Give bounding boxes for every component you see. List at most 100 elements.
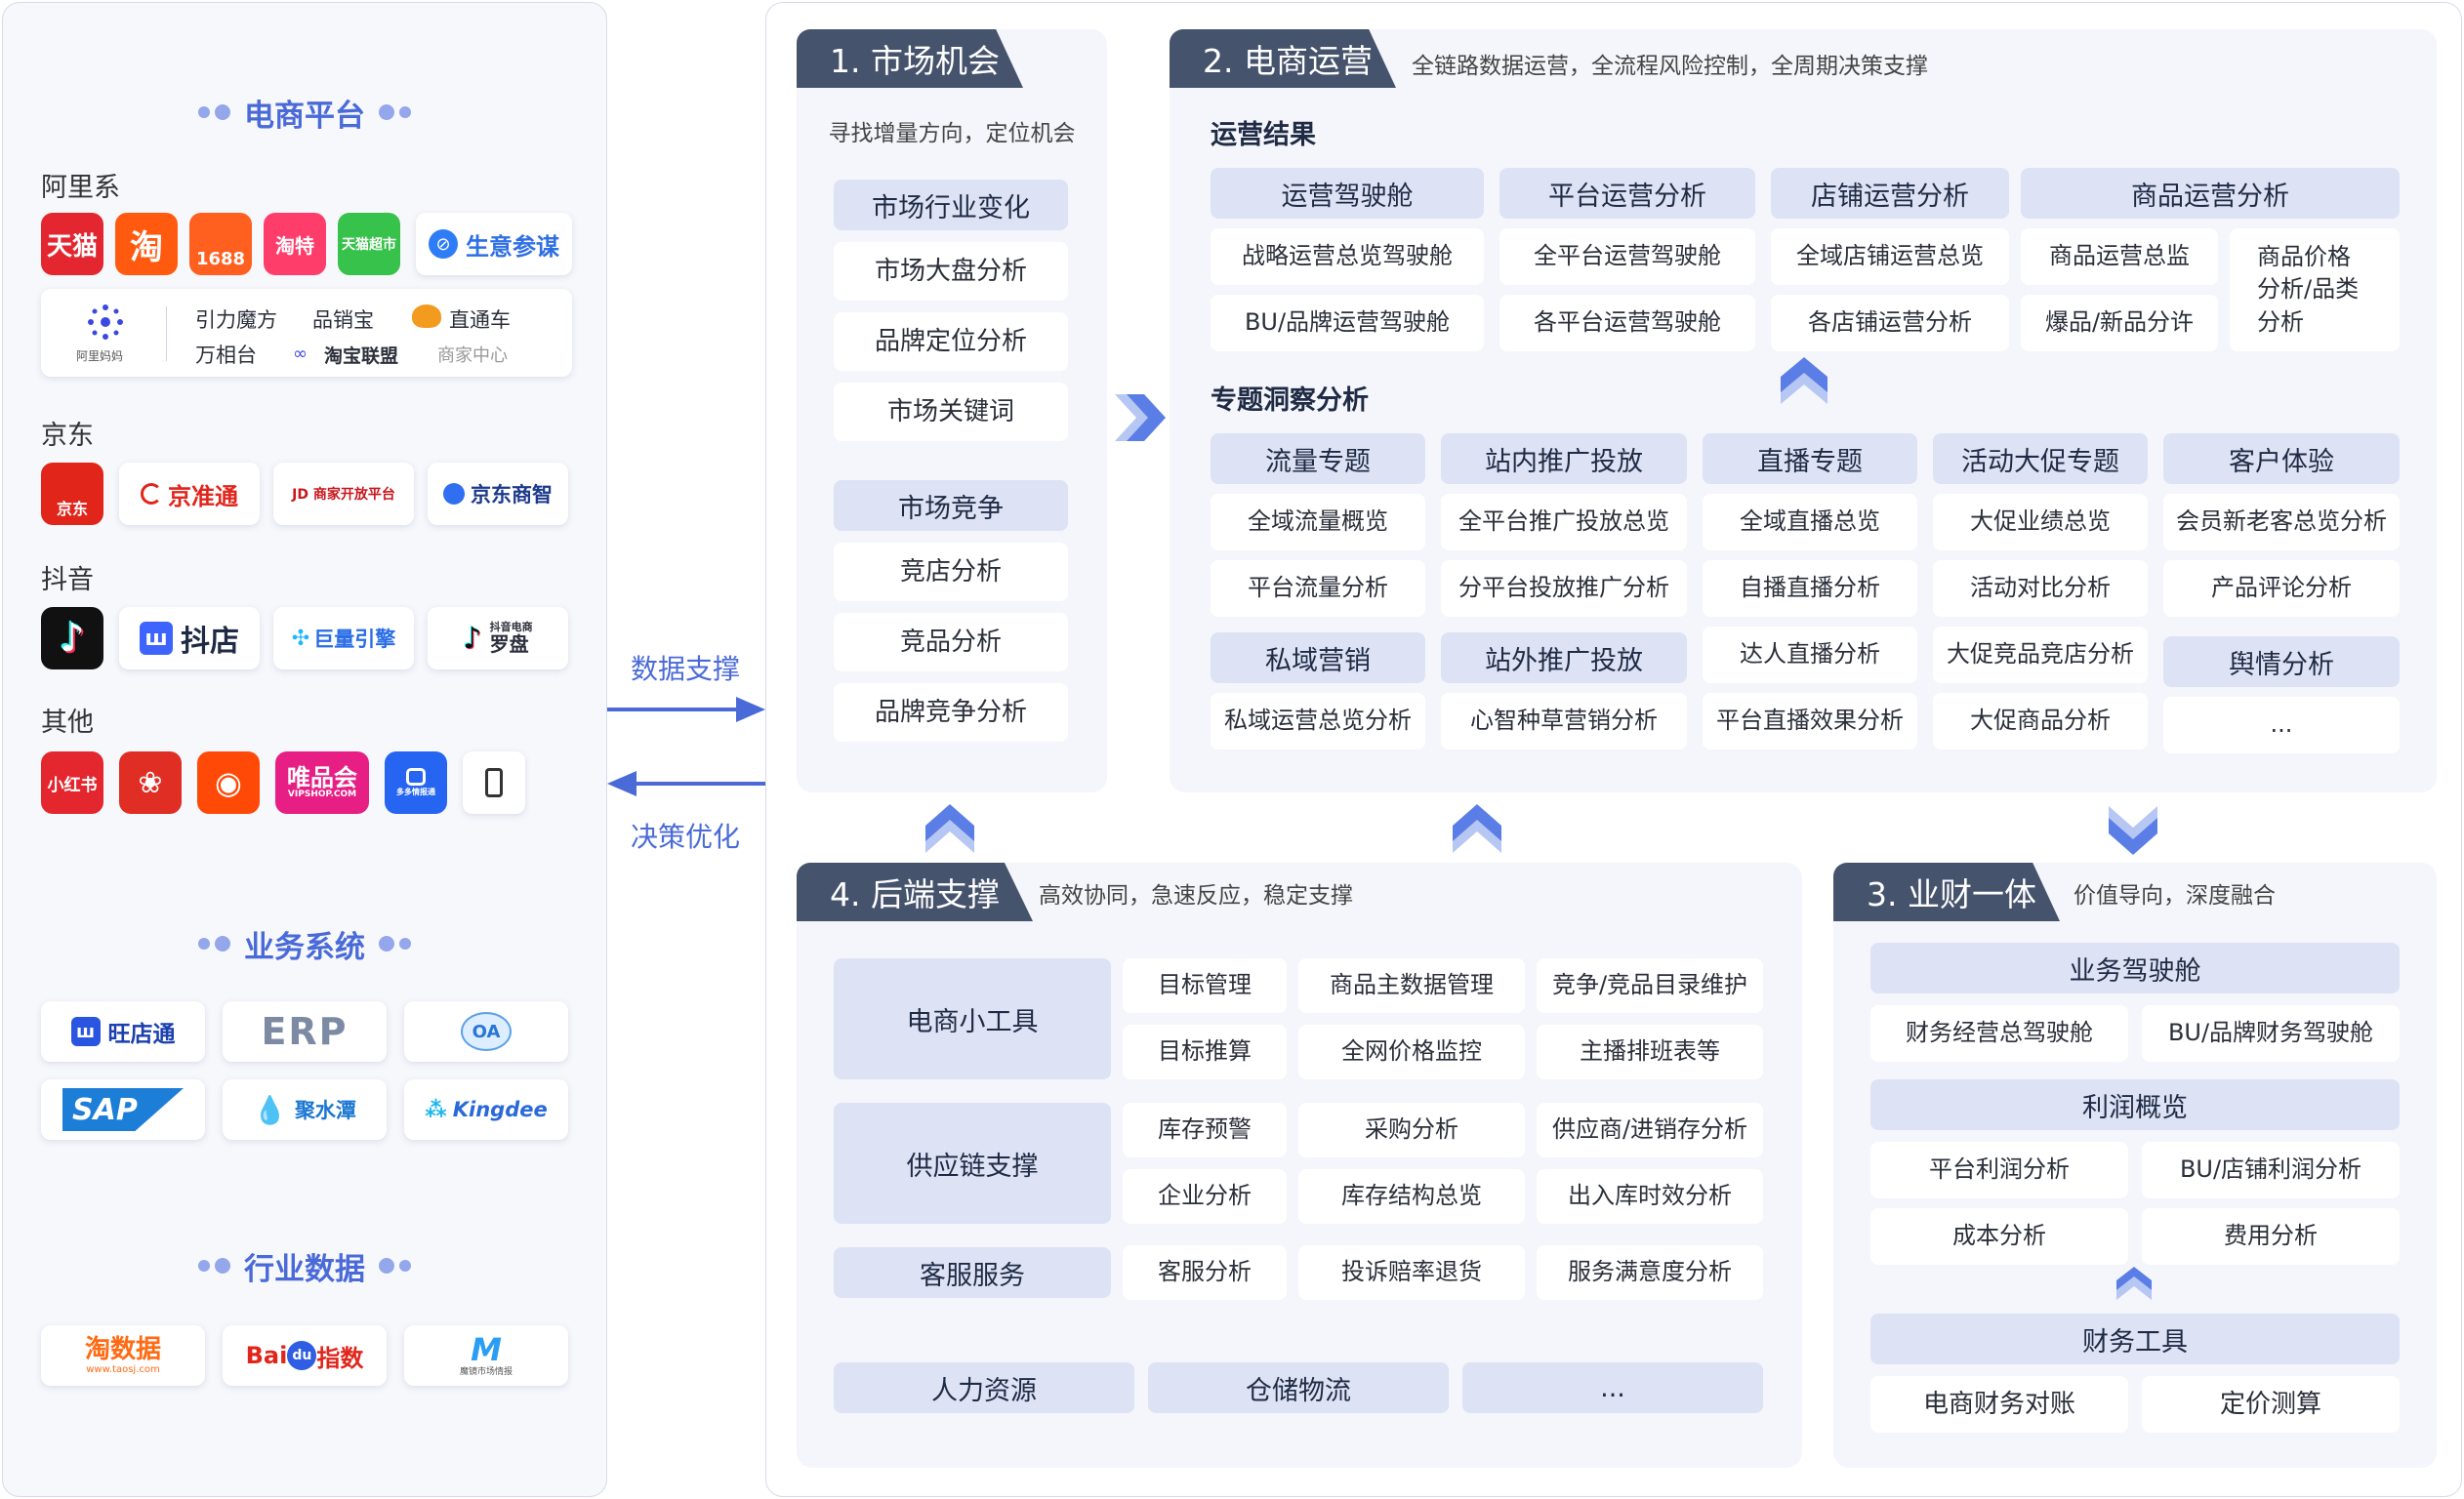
tmall-supermarket-logo: 天猫超市	[338, 213, 400, 275]
insight-item: 会员新老客总览分析	[2163, 494, 2400, 550]
backend-item: 服务满意度分析	[1537, 1245, 1763, 1300]
finance-tab: 3. 业财一体	[1833, 863, 2060, 921]
ops-insight-label: 专题洞察分析	[1211, 385, 1369, 416]
systems-title: 业务系统	[2, 921, 607, 966]
ks-icon: ◉	[215, 764, 242, 801]
taobao-logo: 淘	[115, 213, 178, 275]
backend-item: 供应商/进销存分析	[1537, 1103, 1763, 1157]
kuaishou-logo: ◉	[197, 751, 260, 814]
mojing-text: 魔镜市场情报	[459, 1366, 513, 1377]
jd-shangzhi-tile: 京东商智	[428, 463, 568, 525]
finance-subtitle: 价值导向，深度融合	[2074, 883, 2276, 909]
note-icon: ♪	[60, 616, 85, 661]
duoduo-icon	[406, 768, 426, 787]
douyin-logo: ♪	[41, 607, 103, 669]
insight-item: 全域直播总览	[1703, 494, 1917, 550]
finance-item: 定价测算	[2142, 1376, 2400, 1433]
douyin-ecom-text: 抖音电商	[489, 620, 533, 633]
shengyi-icon: ⊘	[429, 229, 458, 259]
taoshuju-text: 淘数据	[84, 1335, 161, 1365]
backend-item: 全网价格监控	[1298, 1025, 1525, 1079]
backend-item: 出入库时效分析	[1537, 1169, 1763, 1224]
duoduo-logo: 多多情报通	[385, 751, 447, 814]
market-item: 市场大盘分析	[834, 242, 1068, 301]
results-item: 各店铺运营分析	[1771, 295, 2009, 351]
doudian-tile: ш 抖店	[119, 607, 260, 669]
kingdee-tile: ⁂ Kingdee	[404, 1079, 568, 1140]
insight-item: 自播直播分析	[1703, 560, 1917, 617]
backend-bottom-item: 仓储物流	[1148, 1362, 1449, 1413]
paw-icon: du	[287, 1341, 317, 1370]
double-chevron-up-icon	[1777, 355, 1831, 404]
insight-item: 平台直播效果分析	[1703, 693, 1917, 750]
backend-tab: 4. 后端支撑	[797, 863, 1033, 921]
pinxiaobao-text: 品销宝	[312, 308, 374, 332]
insight-item: 大促竞品竞店分析	[1933, 627, 2148, 683]
insight-item: 大促业绩总览	[1933, 494, 2148, 550]
insight-item: 私域运营总览分析	[1211, 693, 1425, 750]
vip-domain: VIPSHOP.COM	[287, 789, 357, 799]
jushuitan-tile: 💧 聚水潭	[223, 1079, 387, 1140]
results-item-multiline: 商品价格 分析/品类 分析	[2230, 228, 2400, 351]
insight-item: 全平台推广投放总览	[1441, 494, 1687, 550]
insight-item: 全域流量概览	[1211, 494, 1425, 550]
market-header: 市场行业变化	[834, 180, 1068, 230]
mobile-tile	[463, 751, 525, 814]
finance-header: 财务工具	[1870, 1314, 2400, 1364]
tmall-logo: 天猫	[41, 213, 103, 275]
finance-item: 电商财务对账	[1870, 1376, 2128, 1433]
insight-header: 站内推广投放	[1441, 433, 1687, 484]
shengyi-canmou-tile: ⊘ 生意参谋	[416, 213, 572, 275]
jd-open-platform-tile: JD 商家开放平台	[273, 463, 414, 525]
seller-center-text: 商家中心	[437, 345, 508, 366]
finance-item: 成本分析	[1870, 1208, 2128, 1265]
insight-header: 私域营销	[1211, 632, 1425, 683]
drop-icon: 💧	[253, 1093, 287, 1126]
taobao-union-text: 淘宝联盟	[324, 345, 399, 367]
jzt-icon	[141, 483, 162, 505]
erp-tile: ERP	[223, 1001, 387, 1062]
wdt-text: 旺店通	[107, 1022, 176, 1047]
market-item: 竞店分析	[834, 543, 1068, 601]
backend-item: 企业分析	[1123, 1169, 1287, 1224]
finance-item: 平台利润分析	[1870, 1142, 2128, 1198]
results-item: 商品运营总监	[2021, 228, 2218, 285]
insight-header: 舆情分析	[2163, 636, 2400, 687]
zhitongche-text: 直通车	[449, 308, 511, 332]
insight-item: 产品评论分析	[2163, 560, 2400, 617]
oa-tile: OA	[404, 1001, 568, 1062]
insight-item: 心智种草营销分析	[1441, 693, 1687, 750]
backend-item: 投诉赔率退货	[1298, 1245, 1525, 1300]
data-support-label: 数据支撑	[631, 653, 741, 685]
market-item: 品牌竞争分析	[834, 683, 1068, 742]
backend-item: 商品主数据管理	[1298, 958, 1525, 1013]
insight-item: 大促商品分析	[1933, 693, 2148, 750]
insight-header: 流量专题	[1211, 433, 1425, 484]
results-header: 商品运营分析	[2021, 168, 2400, 219]
group-label-other: 其他	[41, 708, 94, 738]
dots-icon	[379, 1258, 411, 1274]
platforms-title-text: 电商平台	[244, 98, 365, 134]
jzt-text: 京准通	[168, 482, 238, 510]
results-header: 平台运营分析	[1499, 168, 1755, 219]
pinduoduo-logo: ❀	[119, 751, 182, 814]
backend-item: 客服分析	[1123, 1245, 1287, 1300]
union-icon: ∞	[293, 344, 308, 364]
group-label-jd: 京东	[41, 421, 94, 451]
backend-item: 竞争/竞品目录维护	[1537, 958, 1763, 1013]
backend-bottom-item: 人力资源	[834, 1362, 1134, 1413]
market-header: 市场竞争	[834, 480, 1068, 531]
market-tab: 1. 市场机会	[797, 29, 1023, 88]
insight-item: ...	[2163, 697, 2400, 753]
insight-header: 活动大促专题	[1933, 433, 2148, 484]
group-label-ali: 阿里系	[41, 173, 120, 203]
results-item: 全域店铺运营总览	[1771, 228, 2009, 285]
shangzhi-icon	[443, 483, 465, 505]
systems-title-text: 业务系统	[244, 929, 365, 965]
backend-item: 目标推算	[1123, 1025, 1287, 1079]
alimama-text: 阿里妈妈	[76, 349, 124, 363]
taoshuju-tile: 淘数据 www.taosj.com	[41, 1325, 205, 1386]
backend-bottom-item: ...	[1462, 1362, 1763, 1413]
finance-item: 费用分析	[2142, 1208, 2400, 1265]
insight-item: 活动对比分析	[1933, 560, 2148, 617]
